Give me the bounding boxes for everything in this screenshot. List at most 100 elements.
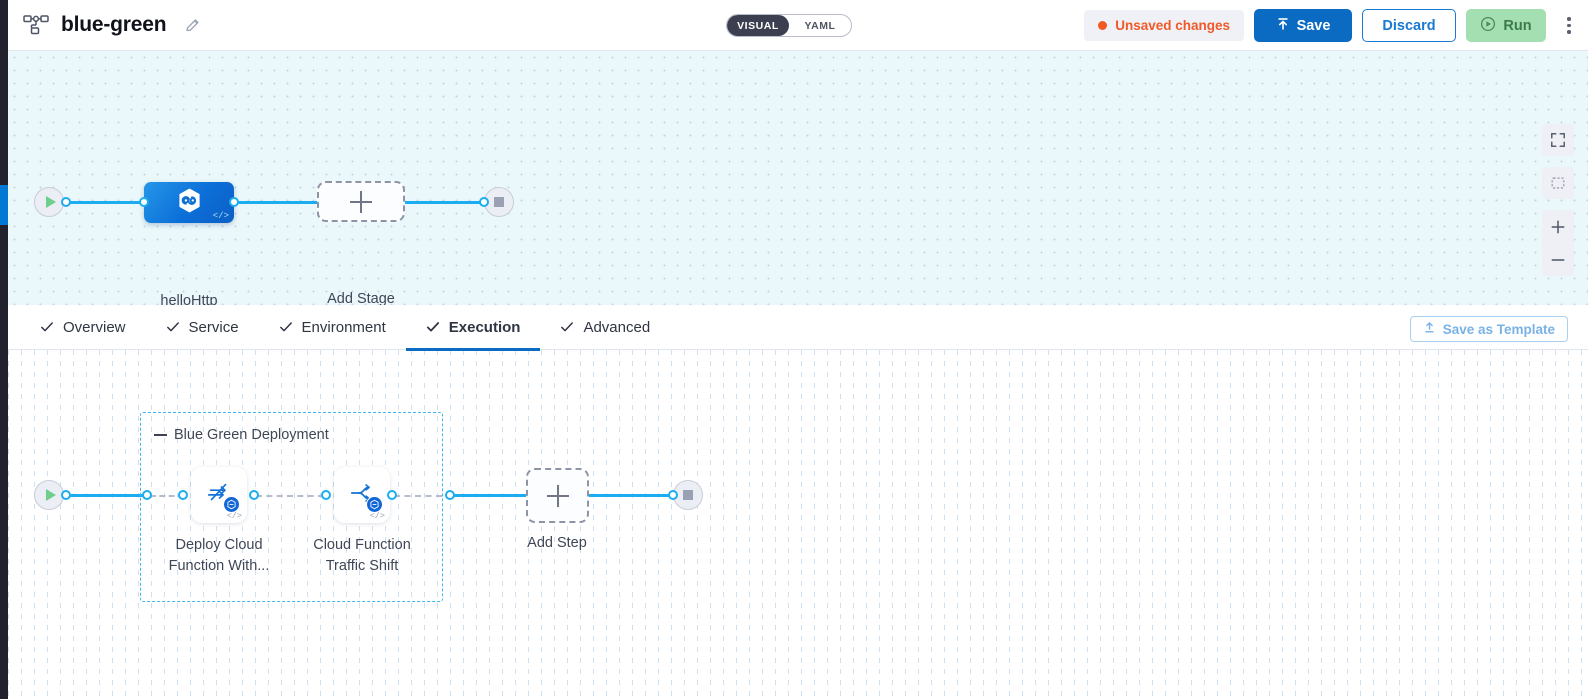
cloud-function-hexagon-icon <box>177 187 202 219</box>
stage-group-blue-green-deployment[interactable]: Blue Green Deployment <box>140 412 443 602</box>
upload-icon <box>1276 17 1290 35</box>
step-graph-canvas[interactable]: Execution Rollback Blue Gr <box>8 350 1588 699</box>
zoom-controls <box>1542 210 1574 276</box>
tab-service[interactable]: Service <box>146 305 259 350</box>
save-as-template-button[interactable]: Save as Template <box>1409 316 1568 342</box>
add-step-label: Add Step <box>527 535 587 551</box>
stage-code-badge: </> <box>212 211 229 221</box>
run-button[interactable]: Run <box>1466 9 1546 42</box>
view-mode-yaml[interactable]: YAML <box>804 19 836 32</box>
check-icon <box>166 320 180 334</box>
hellohttp-in-port[interactable] <box>139 197 149 207</box>
zoom-out-icon[interactable] <box>1542 243 1574 276</box>
stage-start-port[interactable] <box>61 197 71 207</box>
kebab-dot <box>1567 23 1571 28</box>
run-button-label: Run <box>1503 17 1532 34</box>
stage-end-node[interactable] <box>484 187 514 217</box>
pencil-edit-icon[interactable] <box>184 17 201 34</box>
tab-label: Overview <box>63 318 126 336</box>
check-icon <box>40 320 54 334</box>
tab-label: Environment <box>301 318 386 336</box>
fit-to-screen-icon[interactable] <box>1542 167 1574 199</box>
step-type-badge <box>223 496 240 513</box>
template-upload-icon <box>1423 321 1436 337</box>
discard-button[interactable]: Discard <box>1362 9 1456 42</box>
step-code-badge: </> <box>226 511 242 521</box>
add-stage-label: Add Stage <box>327 291 395 305</box>
play-circle-icon <box>1480 16 1496 36</box>
kebab-menu-icon[interactable] <box>1556 6 1582 46</box>
play-icon <box>45 489 56 501</box>
stop-icon <box>683 490 693 500</box>
plus-icon <box>546 484 569 507</box>
edge-start-to-group <box>66 494 148 497</box>
save-as-template-label: Save as Template <box>1442 321 1555 337</box>
step-type-badge <box>366 496 383 513</box>
deploy-arrows-icon <box>205 479 233 512</box>
group-in-port[interactable] <box>142 490 152 500</box>
step-code-badge: </> <box>369 511 385 521</box>
step-node-cloud-function-traffic-shift[interactable]: </> <box>334 467 390 523</box>
edge-group-to-addstep <box>450 494 530 497</box>
step-node-deploy-cloud-function[interactable]: </> <box>191 467 247 523</box>
header-actions: Unsaved changes Save Discard R <box>1084 0 1582 51</box>
canvas-controls <box>1542 124 1574 276</box>
tab-advanced[interactable]: Advanced <box>540 305 670 350</box>
save-button[interactable]: Save <box>1254 9 1352 42</box>
stage-end-port[interactable] <box>479 197 489 207</box>
edge-addstage-to-end <box>405 201 485 204</box>
tab-overview[interactable]: Overview <box>20 305 146 350</box>
pipeline-diagram-icon <box>23 14 49 36</box>
step2-in-port[interactable] <box>321 490 331 500</box>
tab-label: Service <box>188 318 239 336</box>
hellohttp-out-port[interactable] <box>229 197 239 207</box>
check-icon <box>426 320 440 334</box>
stage-graph-canvas[interactable]: </> helloHttp Add Stage <box>8 51 1588 305</box>
unsaved-dot-icon <box>1098 21 1108 30</box>
page-title: blue-green <box>61 13 167 36</box>
edge-addstep-to-end <box>589 494 673 497</box>
discard-button-label: Discard <box>1382 17 1436 34</box>
step2-out-port[interactable] <box>387 490 397 500</box>
config-tabbar: Overview Service Environment Execution A… <box>8 305 1588 351</box>
edge-group-to-step1 <box>150 495 184 497</box>
tab-execution[interactable]: Execution <box>405 305 541 351</box>
step-start-node[interactable] <box>34 480 64 510</box>
check-icon <box>560 320 574 334</box>
tab-label: Execution <box>448 318 521 336</box>
stage-node-label: helloHttp <box>160 293 218 305</box>
edge-step1-to-step2 <box>256 495 324 497</box>
add-stage-button[interactable] <box>317 181 405 222</box>
unsaved-changes-label: Unsaved changes <box>1115 18 1230 33</box>
step-start-port[interactable] <box>61 490 71 500</box>
app-header: blue-green VISUAL YAML Unsaved changes <box>8 0 1588 51</box>
edge-step2-to-group-out <box>394 495 442 497</box>
view-mode-visual[interactable]: VISUAL <box>727 15 789 36</box>
kebab-dot <box>1567 30 1571 34</box>
group-out-port[interactable] <box>445 490 455 500</box>
step1-out-port[interactable] <box>249 490 259 500</box>
step1-in-port[interactable] <box>178 490 188 500</box>
collapse-dash-icon[interactable] <box>154 433 167 437</box>
left-rail <box>0 0 8 699</box>
zoom-in-icon[interactable] <box>1542 210 1574 243</box>
left-rail-active-indicator <box>0 185 8 225</box>
unsaved-changes-badge: Unsaved changes <box>1084 10 1244 41</box>
stage-group-title: Blue Green Deployment <box>154 427 329 443</box>
step-end-port[interactable] <box>668 490 678 500</box>
stop-icon <box>494 197 504 207</box>
step-node-label: Cloud Function Traffic Shift <box>313 537 411 574</box>
step-node-label: Deploy Cloud Function With... <box>168 537 270 574</box>
stage-start-node[interactable] <box>34 187 64 217</box>
edge-start-to-hellohttp <box>66 201 145 204</box>
view-mode-toggle[interactable]: VISUAL YAML <box>726 14 852 37</box>
plus-icon <box>350 190 372 213</box>
header-left-group: blue-green <box>8 13 201 37</box>
stage-group-title-label: Blue Green Deployment <box>174 427 329 443</box>
stage-node-hellohttp[interactable]: </> <box>144 182 234 223</box>
save-button-label: Save <box>1296 17 1331 34</box>
fullscreen-icon[interactable] <box>1542 124 1574 156</box>
tab-environment[interactable]: Environment <box>259 305 406 350</box>
add-step-button[interactable] <box>526 468 589 523</box>
tab-label: Advanced <box>583 318 651 336</box>
